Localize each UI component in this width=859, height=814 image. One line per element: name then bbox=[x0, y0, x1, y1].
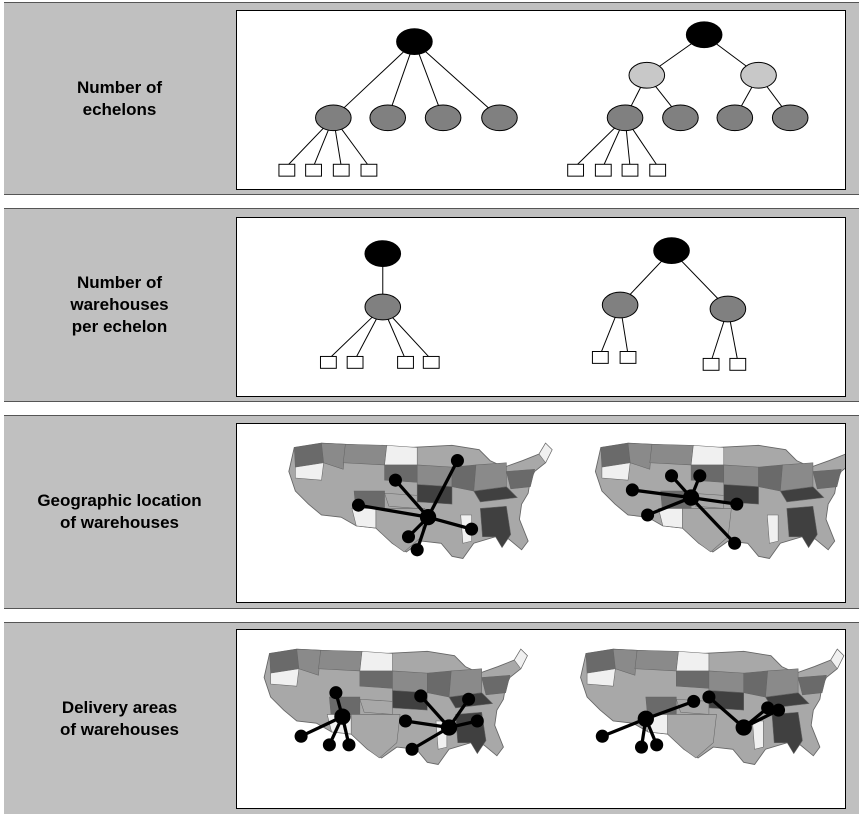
location-maps bbox=[288, 442, 845, 559]
two-echelon-tree bbox=[278, 28, 518, 177]
customer-box bbox=[649, 163, 667, 177]
regional-warehouse bbox=[315, 104, 352, 132]
delivery-map-panel bbox=[236, 629, 846, 809]
echelons-diagram-panel bbox=[236, 10, 846, 190]
customer-box bbox=[346, 355, 364, 369]
customer-dot bbox=[322, 738, 336, 752]
customer-dot bbox=[693, 469, 707, 483]
customer-dot bbox=[351, 498, 365, 512]
customer-box bbox=[305, 163, 322, 177]
customer-dot bbox=[410, 543, 424, 557]
customer-box bbox=[360, 163, 378, 177]
customer-box bbox=[621, 163, 639, 177]
regional-warehouse bbox=[481, 104, 518, 132]
warehouses-diagram bbox=[319, 237, 747, 371]
intermediate-warehouse bbox=[740, 61, 777, 89]
row-label: Number of warehouses per echelon bbox=[70, 273, 169, 336]
regional-warehouse bbox=[709, 295, 747, 323]
customer-dot bbox=[687, 694, 701, 708]
warehouse-dot bbox=[334, 708, 351, 725]
regional-warehouse bbox=[424, 104, 462, 132]
customer-box bbox=[567, 163, 585, 177]
row-label: Delivery areas of warehouses bbox=[59, 697, 180, 739]
warehouse-dot bbox=[637, 710, 654, 727]
customer-dot bbox=[401, 530, 416, 544]
customer-dot bbox=[772, 703, 786, 717]
customer-box bbox=[619, 351, 637, 364]
row-number-of-echelons: Number of echelons bbox=[4, 2, 859, 195]
row-delivery-areas: Delivery areas of warehouses bbox=[4, 622, 859, 814]
delivery-maps bbox=[263, 648, 845, 765]
customer-dot bbox=[634, 740, 648, 754]
delivery-map-right bbox=[580, 648, 845, 765]
customer-box bbox=[702, 357, 720, 371]
customer-box bbox=[422, 355, 440, 369]
regional-warehouse bbox=[716, 104, 754, 132]
customer-box bbox=[594, 163, 612, 177]
regional-warehouse bbox=[369, 104, 407, 132]
customer-dot bbox=[465, 522, 479, 536]
two-warehouse-tree bbox=[591, 237, 747, 371]
central-warehouse bbox=[653, 237, 690, 264]
regional-warehouse bbox=[601, 291, 639, 319]
single-warehouse-tree bbox=[319, 240, 440, 369]
customer-dot bbox=[665, 469, 679, 483]
customer-box bbox=[397, 355, 414, 369]
customer-box bbox=[332, 163, 350, 177]
customer-dot bbox=[470, 714, 484, 728]
regional-warehouse bbox=[662, 104, 699, 132]
customer-dot bbox=[595, 729, 609, 743]
customer-dot bbox=[702, 690, 716, 704]
location-map-panel bbox=[236, 423, 846, 603]
regional-warehouse bbox=[606, 104, 644, 132]
customer-dot bbox=[342, 738, 356, 752]
three-echelon-tree bbox=[567, 21, 809, 177]
regional-warehouse bbox=[364, 293, 402, 321]
customer-dot bbox=[462, 692, 476, 706]
central-warehouse bbox=[364, 240, 402, 267]
row-label: Geographic location of warehouses bbox=[37, 491, 202, 532]
central-warehouse bbox=[396, 28, 433, 56]
customer-dot bbox=[761, 701, 775, 715]
intermediate-warehouse bbox=[628, 61, 666, 89]
warehouse-dot bbox=[682, 489, 700, 506]
warehouse-dot bbox=[735, 719, 752, 736]
customer-dot bbox=[388, 473, 402, 487]
customer-box bbox=[278, 163, 296, 177]
customer-box bbox=[591, 351, 609, 364]
customer-dot bbox=[641, 508, 655, 522]
location-map-central bbox=[288, 442, 553, 559]
delivery-map-left bbox=[263, 648, 528, 765]
warehouse-dot bbox=[440, 719, 458, 736]
customer-dot bbox=[405, 742, 419, 756]
customer-dot bbox=[414, 689, 428, 703]
customer-dot bbox=[294, 729, 308, 743]
location-map-shifted bbox=[594, 442, 845, 559]
echelons-diagram bbox=[278, 21, 809, 177]
central-warehouse bbox=[685, 21, 723, 49]
row-warehouses-per-echelon: Number of warehouses per echelon bbox=[4, 208, 859, 402]
customer-box bbox=[319, 355, 337, 369]
customer-dot bbox=[625, 483, 639, 497]
customer-dot bbox=[450, 454, 464, 468]
warehouse-dot bbox=[419, 508, 437, 526]
customer-dot bbox=[398, 714, 413, 728]
customer-box bbox=[729, 357, 747, 371]
customer-dot bbox=[730, 497, 744, 511]
warehouses-diagram-panel bbox=[236, 217, 846, 397]
customer-dot bbox=[329, 686, 343, 700]
regional-warehouse bbox=[771, 104, 809, 132]
row-geographic-location: Geographic location of warehouses bbox=[4, 415, 859, 609]
row-label: Number of echelons bbox=[77, 77, 162, 119]
customer-dot bbox=[728, 536, 742, 550]
customer-dot bbox=[650, 738, 664, 752]
